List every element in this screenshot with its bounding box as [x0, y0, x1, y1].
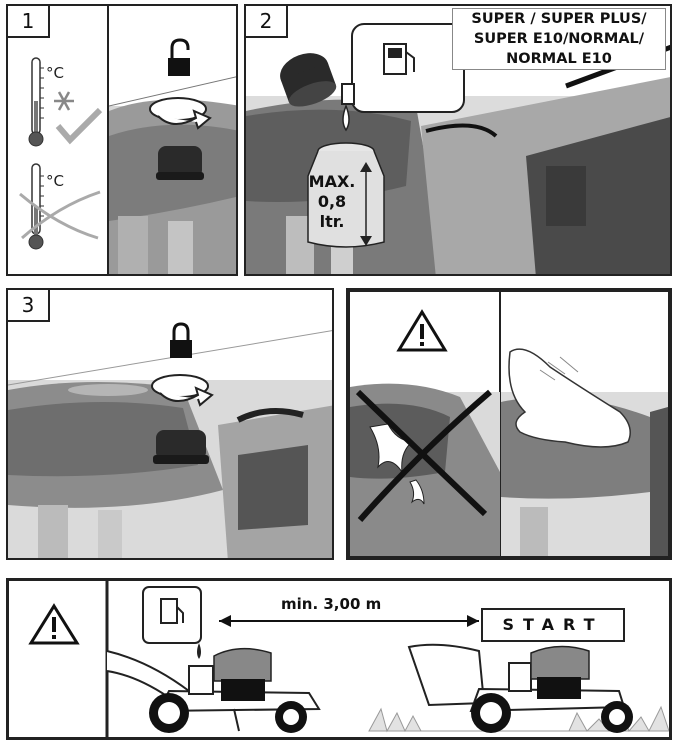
panel-spill-warning — [346, 288, 672, 560]
start-label: START — [481, 608, 625, 642]
spill-warning-illustration — [350, 292, 668, 556]
step-1-illustration — [19, 6, 236, 274]
snowflake-icon — [54, 91, 74, 111]
celsius-unit: °C — [46, 64, 64, 82]
panel-start-distance: min. 3,00 m START — [6, 578, 672, 740]
thermometer-icon — [28, 163, 44, 250]
panel-step-3: 3 — [6, 288, 334, 560]
fuel-pump-icon — [383, 43, 415, 75]
panel-step-2: 2 — [244, 4, 672, 276]
min-distance-label: min. 3,00 m — [281, 595, 382, 613]
step-number-1: 1 — [8, 6, 50, 38]
fuel-pump-icon — [160, 598, 184, 624]
celsius-unit: °C — [46, 172, 64, 190]
checkmark-icon — [55, 107, 103, 145]
step-2-illustration — [246, 23, 670, 274]
rotate-arrow-icon — [149, 97, 212, 130]
cross-icon — [355, 389, 492, 522]
fuel-type-label: SUPER / SUPER PLUS/ SUPER E10/NORMAL/ NO… — [452, 8, 666, 70]
step-number-3: 3 — [8, 290, 50, 322]
max-fill-label: MAX. 0,8 ltr. — [308, 172, 356, 231]
cross-icon — [19, 190, 101, 240]
thermometer-icon — [28, 57, 44, 147]
start-distance-illustration — [28, 581, 669, 737]
warning-triangle-icon — [396, 309, 448, 352]
step-number-2: 2 — [246, 6, 288, 38]
rotate-arrow-icon — [151, 374, 214, 407]
unlocked-padlock-icon — [168, 38, 190, 76]
step-3-illustration — [8, 322, 332, 558]
warning-triangle-icon — [28, 603, 80, 645]
panel-step-1: 1 — [6, 4, 238, 276]
locked-padlock-icon — [170, 322, 192, 358]
